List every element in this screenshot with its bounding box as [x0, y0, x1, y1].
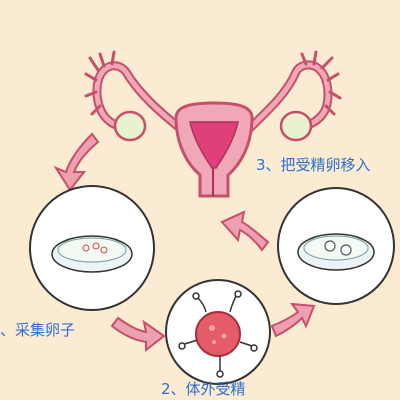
- left-ovary: [113, 110, 147, 142]
- fertilization-dish: [165, 279, 271, 385]
- step-2-caption: 2、体外受精: [161, 380, 246, 398]
- petri-dish-icon: [29, 185, 155, 311]
- egg: [100, 246, 108, 254]
- step-1-caption: 、采集卵子: [0, 321, 76, 339]
- right-fimbriae: [300, 50, 342, 116]
- embryo-icon: [195, 311, 241, 357]
- cycle-arrow-icon: [110, 316, 166, 353]
- uterus-icon: [84, 50, 342, 198]
- embryo: [340, 244, 352, 256]
- cycle-arrow-icon: [53, 132, 100, 192]
- step-3-caption: 3、把受精卵移入: [256, 156, 371, 174]
- uterine-cavity: [189, 121, 239, 169]
- right-ovary: [279, 110, 313, 142]
- cycle-arrow-icon: [270, 302, 316, 338]
- egg: [82, 244, 90, 252]
- left-fimbriae: [84, 50, 116, 116]
- cycle-arrow-icon: [220, 210, 270, 252]
- embryo: [324, 240, 336, 252]
- ovary-icon: [113, 110, 313, 142]
- sperm-icon: [178, 290, 258, 378]
- petri-dish-icon: [277, 187, 395, 305]
- egg: [92, 242, 100, 250]
